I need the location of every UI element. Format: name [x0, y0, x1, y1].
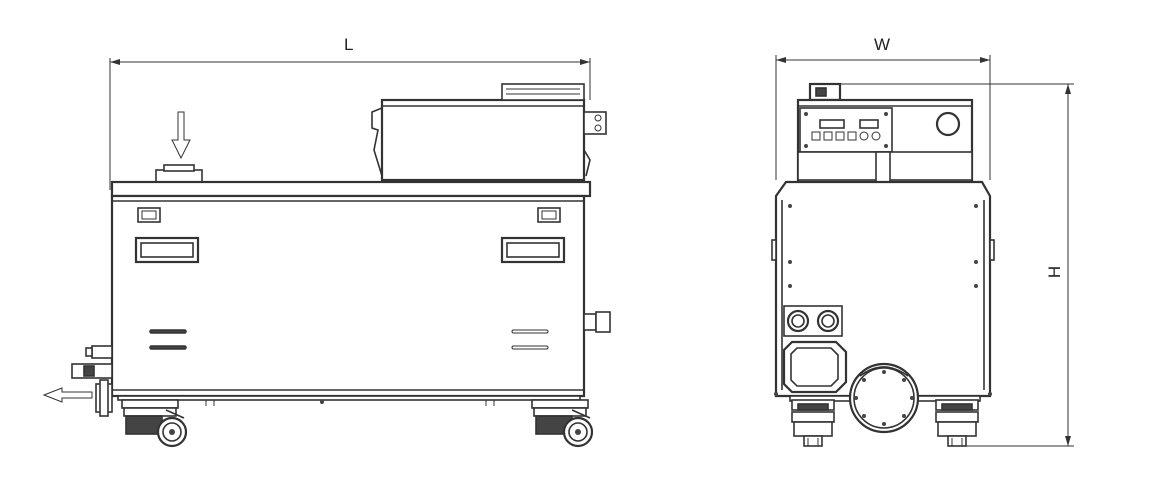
caster-front-right — [935, 399, 979, 447]
side-view: L — [42, 35, 611, 448]
outlet-arrow-icon — [42, 387, 93, 403]
end-cover-flange — [848, 362, 920, 434]
height-label: H — [1045, 266, 1064, 278]
front-view: W H — [771, 35, 1074, 447]
top-handle-front — [808, 82, 842, 102]
length-dimension: L — [109, 35, 591, 190]
inlet-flange — [155, 164, 203, 183]
control-box-front — [796, 98, 974, 206]
outlet-fittings — [71, 345, 113, 417]
caster-right — [531, 399, 594, 448]
control-box-side — [371, 83, 607, 182]
length-label: L — [344, 35, 353, 54]
pump-body-side — [110, 180, 611, 406]
caster-front-left — [791, 399, 835, 447]
width-dimension: W — [775, 35, 991, 180]
inlet-arrow-icon — [171, 111, 191, 160]
height-dimension: H — [840, 83, 1074, 447]
pump-body-front — [771, 180, 995, 402]
width-label: W — [874, 35, 890, 54]
caster-left — [121, 399, 188, 448]
